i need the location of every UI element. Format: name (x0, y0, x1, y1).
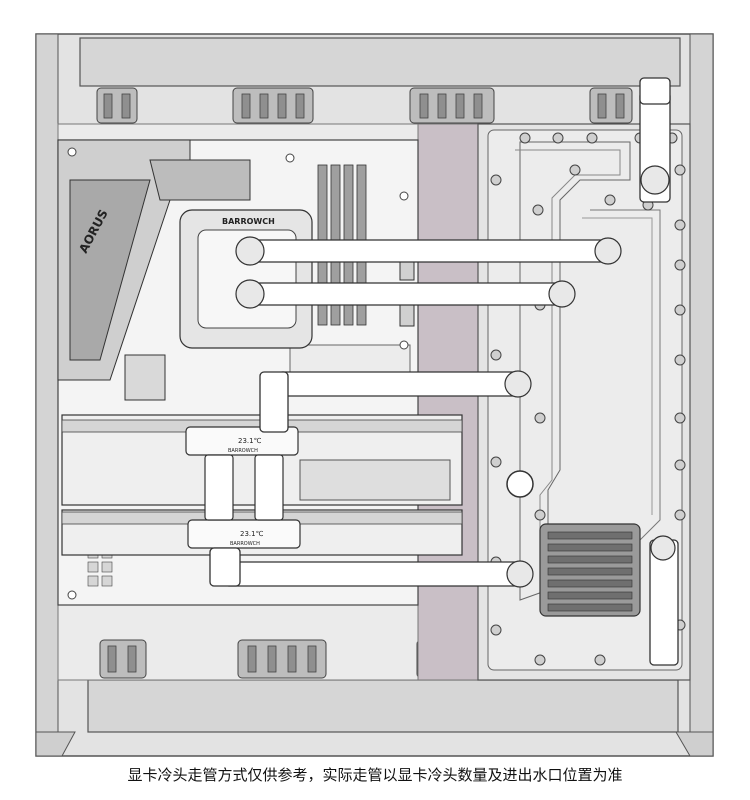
gpu-brand-upper: BARROWCH (228, 448, 258, 454)
cpu-waterblock: BARROWCH (179, 209, 313, 349)
gpu-temp-lower: 23.1℃ (240, 530, 264, 538)
gpu-terminal-lower: 23.1℃ BARROWCH (187, 519, 301, 549)
gpu-temp-upper: 23.1℃ (238, 437, 262, 445)
divider-panel (417, 123, 479, 681)
gpu-terminal-upper: 23.1℃ BARROWCH (185, 426, 299, 456)
gpu-brand-lower: BARROWCH (230, 541, 260, 547)
distribution-plate (477, 123, 691, 681)
fitting-caps (235, 165, 676, 588)
water-cooling-layout-diagram: AORUS BARROWCH (35, 33, 714, 757)
gpu-bridge-fittings (204, 454, 284, 521)
cpu-brand-label: BARROWCH (222, 217, 275, 226)
figure-caption: 显卡冷头走管方式仅供参考，实际走管以显卡冷头数量及进出水口位置为准 (127, 766, 623, 784)
